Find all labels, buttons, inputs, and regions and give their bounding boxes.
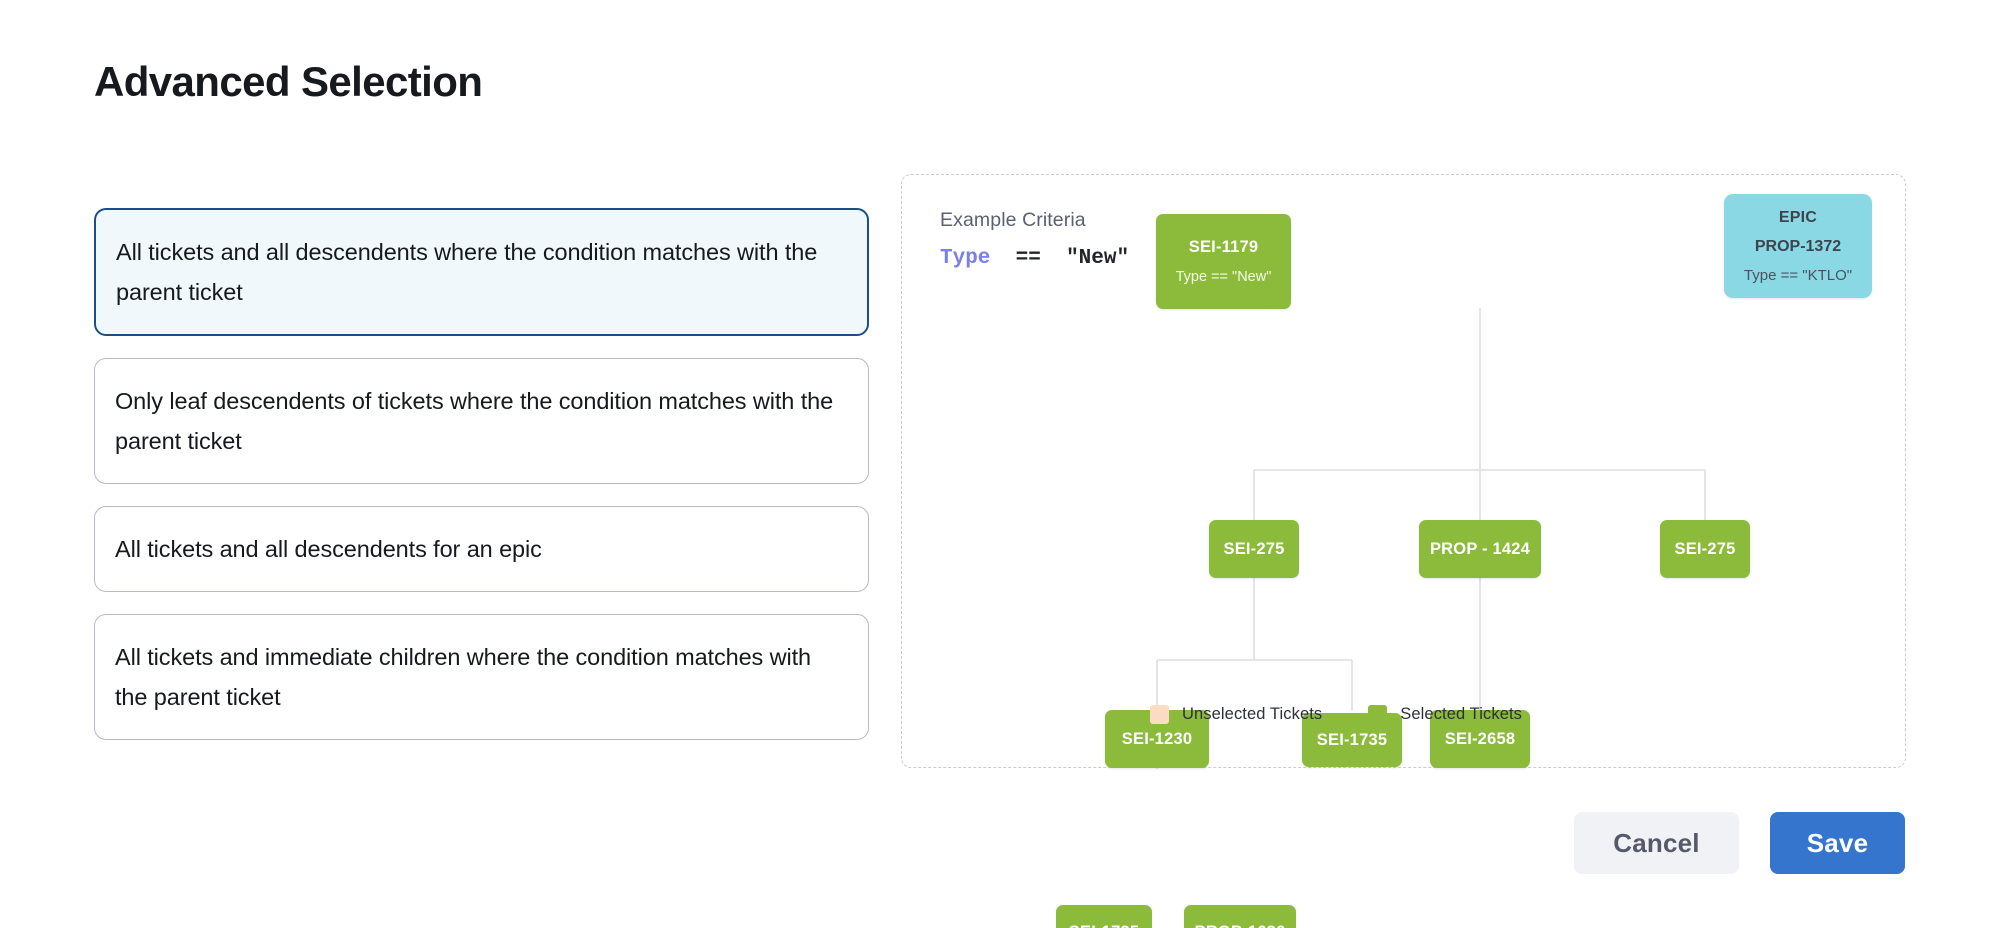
tree-node-sei-1735-b[interactable]: SEI-1735	[1056, 905, 1152, 928]
criteria-value: "New"	[1066, 247, 1130, 270]
tree-node-sei-275-b[interactable]: SEI-275	[1660, 520, 1750, 578]
criteria-title: Example Criteria	[940, 209, 1086, 231]
tree-node-id: SEI-1230	[1121, 729, 1193, 748]
option-label: All tickets and all descendents for an e…	[115, 536, 542, 562]
cancel-button[interactable]: Cancel	[1574, 812, 1739, 874]
tree-node-prop-1424[interactable]: PROP - 1424	[1419, 520, 1541, 578]
criteria-operator: ==	[1015, 247, 1041, 270]
tree-node-id: SEI-1735	[1069, 923, 1139, 928]
tree-node-root[interactable]: SEI-1179 Type == "New"	[1156, 214, 1291, 309]
legend-label: Unselected Tickets	[1182, 705, 1323, 723]
option-label: All tickets and all descendents where th…	[116, 239, 818, 305]
tree-node-sei-2658[interactable]: SEI-2658	[1430, 710, 1530, 768]
option-list: All tickets and all descendents where th…	[94, 208, 869, 762]
legend-label: Selected Tickets	[1400, 705, 1523, 723]
tree-node-kind: EPIC	[1778, 208, 1818, 226]
option-card-all-descendents[interactable]: All tickets and all descendents where th…	[94, 208, 869, 336]
tree-node-id: PROP-1372	[1754, 237, 1842, 255]
criteria-expression: Type == "New"	[940, 247, 1129, 270]
tree-node-prop-1636[interactable]: PROP-1636	[1184, 905, 1296, 928]
tree-node-id: SEI-275	[1674, 539, 1736, 558]
criteria-spacer-2	[1041, 247, 1066, 270]
option-card-immediate-children[interactable]: All tickets and immediate children where…	[94, 614, 869, 740]
tree-node-id: SEI-1735	[1316, 730, 1388, 749]
tree-node-id: SEI-275	[1223, 539, 1285, 558]
dialog-footer: Cancel Save	[1574, 812, 1905, 874]
tree-node-sei-275-a[interactable]: SEI-275	[1209, 520, 1299, 578]
legend-swatch-unselected	[1150, 705, 1169, 724]
tree-node-condition: Type == "KTLO"	[1743, 266, 1853, 284]
legend-item-unselected: Unselected Tickets	[1150, 705, 1322, 724]
tree-node-id: PROP-1636	[1195, 923, 1286, 928]
tree-node-id: PROP - 1424	[1429, 539, 1531, 558]
option-card-leaf-descendents[interactable]: Only leaf descendents of tickets where t…	[94, 358, 869, 484]
criteria-keyword: Type	[940, 247, 991, 270]
diagram-legend: Unselected Tickets Selected Tickets	[1150, 705, 1522, 724]
tree-node-epic[interactable]: EPIC PROP-1372 Type == "KTLO"	[1724, 194, 1872, 298]
option-card-epic-descendents[interactable]: All tickets and all descendents for an e…	[94, 506, 869, 592]
example-diagram-panel: Example Criteria Type == "New"	[901, 174, 1906, 928]
legend-swatch-selected	[1368, 705, 1388, 724]
option-label: Only leaf descendents of tickets where t…	[115, 388, 834, 454]
criteria-spacer-1	[990, 247, 1015, 270]
page-title: Advanced Selection	[94, 58, 483, 105]
save-button[interactable]: Save	[1770, 812, 1905, 874]
tree-node-id: SEI-1179	[1188, 238, 1259, 256]
legend-item-selected: Selected Tickets	[1368, 705, 1522, 724]
tree-node-id: SEI-2658	[1444, 729, 1516, 748]
tree-node-condition: Type == "New"	[1175, 269, 1272, 285]
option-label: All tickets and immediate children where…	[115, 644, 812, 710]
